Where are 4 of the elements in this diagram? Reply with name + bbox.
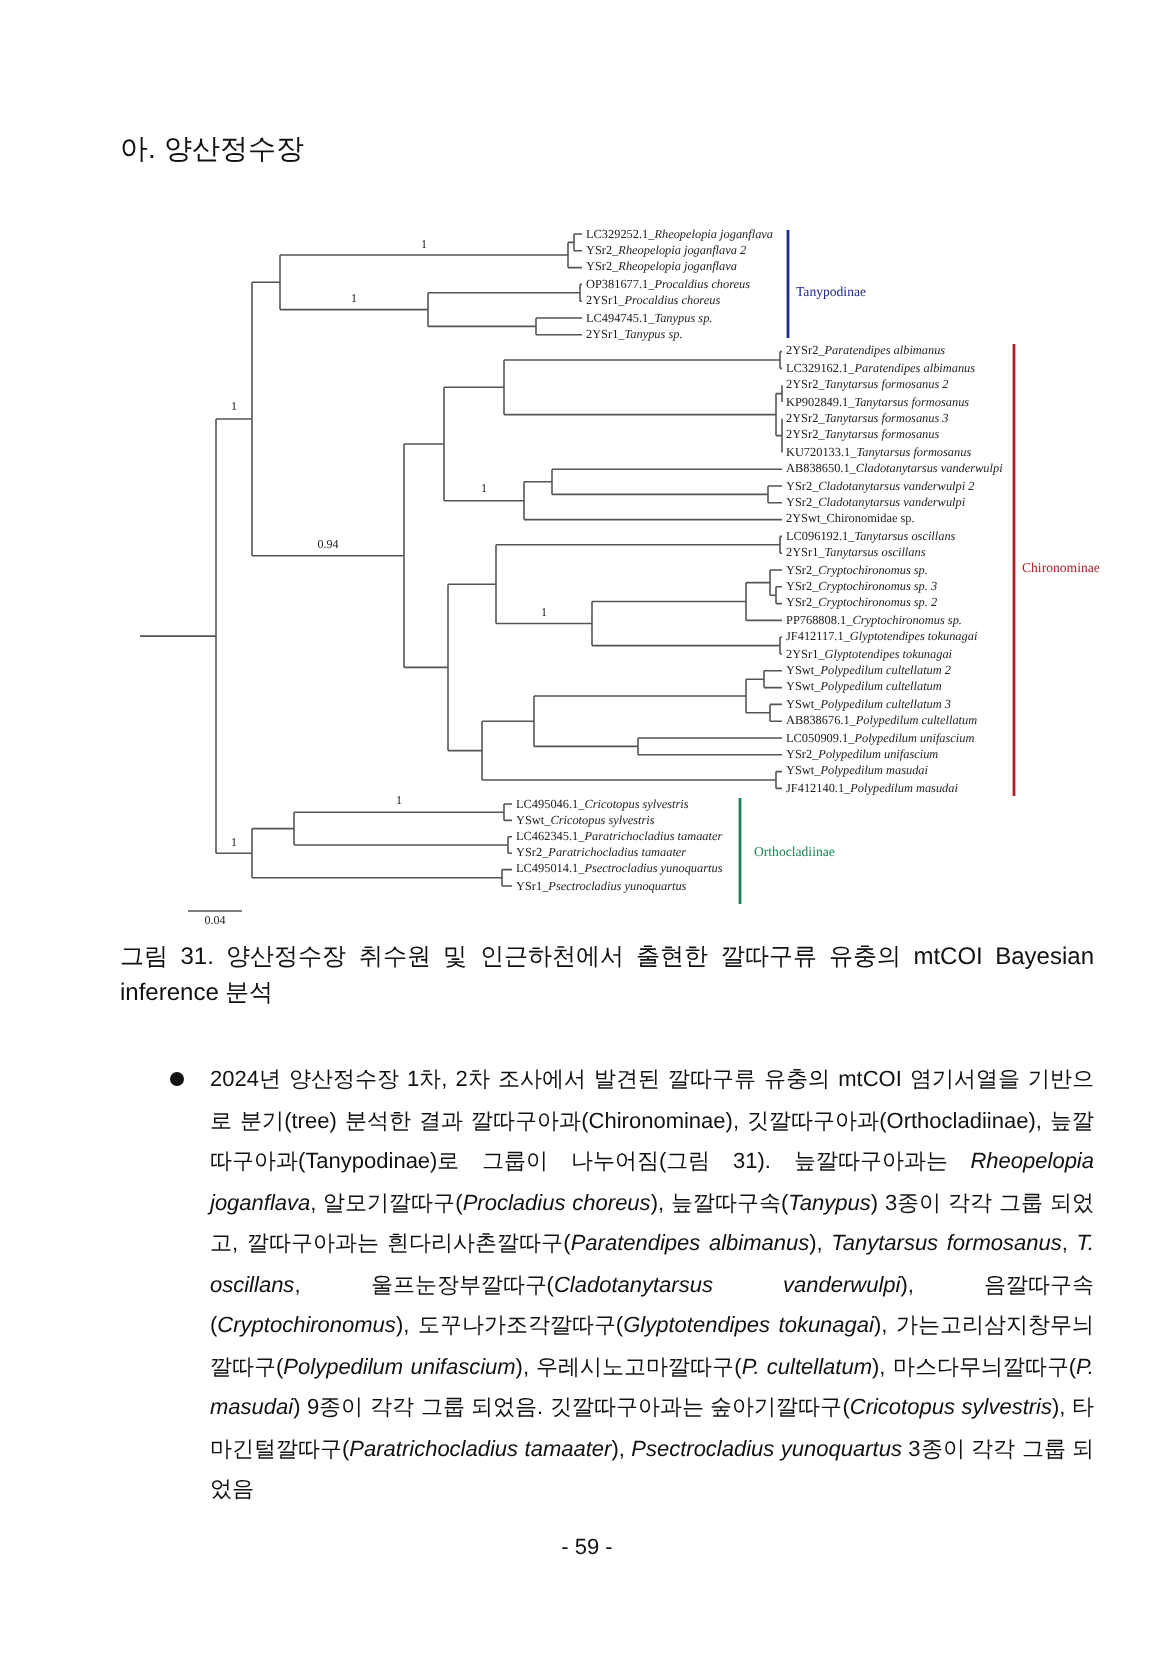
page-number: - 59 - <box>561 1536 613 1562</box>
section-heading: 아. 양산정수장 <box>120 132 304 166</box>
body-paragraph: 2024년 양산정수장 1차, 2차 조사에서 발견된 깔따구류 유충의 mtCOI 염기서열을 기반으로 분기(tree) 분석한 결과 깔따구아과(Chironominae), 깃깔따구아과(Orthocladiinae), 늪깔따구아과(Tanypodinae)로 그룹이 나누어짐(그림 31). 늪깔따구아과는 Rheopelopia joganflava, 알모기깔따구(Procladius choreus), 늪깔따구속(Tanypus) 3종이 각각 그룹 되었고, 깔따구아과는 흰다리사촌깔따구(Paratendipes albimanus), Tanytarsus formosanus, T. oscillans, 울프눈장부깔따구(Cladotanytarsus vanderwulpi), 음깔따구속(Cryptochironomus), 도꾸나가조각깔따구(Glyptotendipes tokunagai), 가는고리삼지창무늬깔따구(Polypedilum unifascium), 우레시노고마깔따구(P. cultellatum), 마스다무늬깔따구(P. masudai) 9종이 각각 그룹 되었음. 깃깔따구아과는 숲아기깔따구(Cricotopus sylvestris), 타마긴털깔따구(Paratrichocladius tamaater), Psectrocladius yunoquartus 3종이 각각 그룹 되었음 <box>210 1066 1094 1506</box>
figure-caption: 그림 31. 양산정수장 취수원 및 인근하천에서 출현한 깔따구류 유충의 mtCOI Bayesian inference 분석 <box>120 940 1094 1010</box>
